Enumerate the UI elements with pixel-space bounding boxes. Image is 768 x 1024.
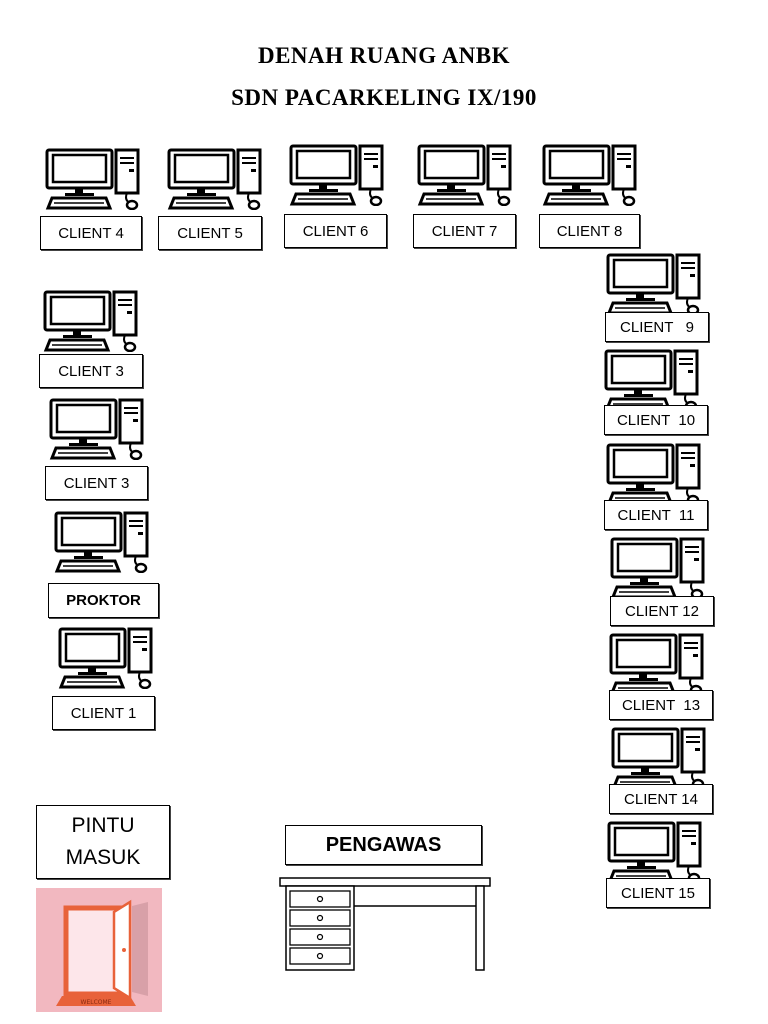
- supervisor-label: PENGAWAS: [285, 825, 482, 865]
- computer-icon: [610, 727, 710, 789]
- computer-icon: [42, 290, 142, 352]
- entrance-label-line-1: PINTU: [71, 814, 135, 837]
- computer-icon: [605, 253, 705, 315]
- computer-icon: [608, 633, 708, 695]
- station-label-client-3: CLIENT 3: [39, 354, 143, 388]
- door-icon: WELCOME: [36, 888, 162, 1012]
- station-label-client-5: CLIENT 5: [158, 216, 262, 250]
- station-label-client-4: CLIENT 4: [40, 216, 142, 250]
- station-label-client-3-second: CLIENT 3: [45, 466, 148, 500]
- school-name: SDN PACARKELING IX/190: [231, 85, 537, 110]
- station-label-client-6: CLIENT 6: [284, 214, 387, 248]
- computer-icon: [416, 144, 516, 206]
- welcome-mat-text: WELCOME: [81, 999, 112, 1006]
- computer-icon: [541, 144, 641, 206]
- computer-icon: [606, 821, 706, 883]
- station-label-client-11: CLIENT 11: [604, 500, 708, 530]
- computer-icon: [57, 627, 157, 689]
- computer-icon: [609, 537, 709, 599]
- station-label-client-12: CLIENT 12: [610, 596, 714, 626]
- computer-icon: [603, 349, 703, 411]
- station-label-client-8: CLIENT 8: [539, 214, 640, 248]
- station-label-proktor: PROKTOR: [48, 583, 159, 618]
- computer-icon: [48, 398, 148, 460]
- entrance-label: PINTU MASUK: [36, 805, 170, 879]
- desk-icon: [278, 872, 494, 976]
- station-label-client-9: CLIENT 9: [605, 312, 709, 342]
- station-label-client-1: CLIENT 1: [52, 696, 155, 730]
- station-label-client-7: CLIENT 7: [413, 214, 516, 248]
- station-label-client-13: CLIENT 13: [609, 690, 713, 720]
- diagram-title: DENAH RUANG ANBK: [257, 43, 511, 68]
- computer-icon: [53, 511, 153, 573]
- station-label-client-10: CLIENT 10: [604, 405, 708, 435]
- station-label-client-15: CLIENT 15: [606, 878, 710, 908]
- computer-icon: [605, 443, 705, 505]
- station-label-client-14: CLIENT 14: [609, 784, 713, 814]
- entrance-label-line-2: MASUK: [65, 846, 141, 869]
- computer-icon: [288, 144, 388, 206]
- computer-icon: [166, 148, 266, 210]
- computer-icon: [44, 148, 144, 210]
